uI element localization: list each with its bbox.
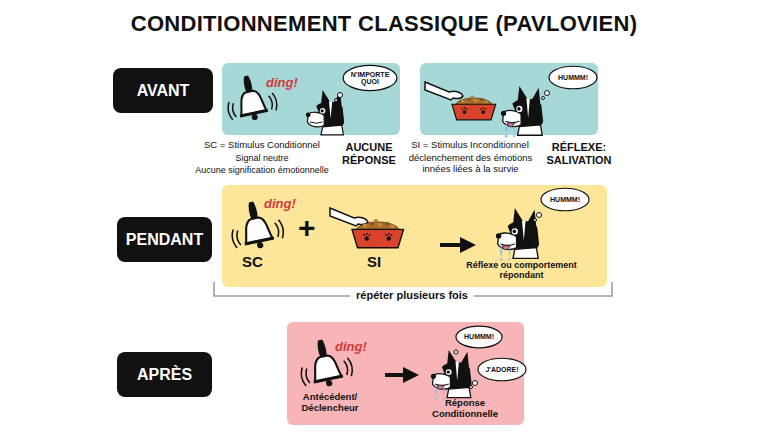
thought-bubble: HUMMM! bbox=[548, 65, 598, 90]
thought-text: J'ADORE! bbox=[480, 366, 523, 373]
stimulus-note: Aucune signification émotionnelle bbox=[182, 165, 342, 175]
sound-text: ding! bbox=[264, 197, 296, 212]
stimulus-panel: ding!SC = Stimulus ConditionnelSignal ne… bbox=[222, 63, 400, 135]
response-caption: Réflexe ou comportement répondant bbox=[454, 260, 589, 281]
stimulus-panel: SI = Stimulus Inconditionneldéclenchemen… bbox=[420, 63, 598, 135]
stage-tag: AVANT bbox=[113, 68, 213, 113]
stage-label: AVANT bbox=[137, 82, 190, 100]
stimulus-note: déclenchement des émotions innées liées … bbox=[403, 153, 538, 175]
stage-tag: PENDANT bbox=[117, 217, 212, 262]
note-label: répéter plusieurs fois bbox=[350, 289, 474, 301]
stimulus-caption: SC = Stimulus Conditionnel bbox=[182, 140, 342, 151]
thought-bubble: J'ADORE! bbox=[477, 357, 527, 382]
stimulus-tag: SC bbox=[242, 253, 263, 270]
stimulus-tag: SI bbox=[367, 253, 381, 270]
response-caption: Réponse Conditionnelle bbox=[425, 398, 505, 420]
stage-label: PENDANT bbox=[126, 231, 203, 249]
bubble-shape bbox=[478, 358, 526, 381]
stimulus-caption: SI = Stimulus Inconditionnel bbox=[400, 140, 540, 151]
result-panel: ding! Antécédent/ Déclencheur Réponse Cond… bbox=[287, 322, 524, 425]
bubble-shape bbox=[541, 188, 589, 211]
response-caption: AUCUNE RÉPONSE bbox=[338, 141, 400, 166]
thought-bubble: HUMMM! bbox=[540, 187, 590, 212]
sound-text: ding! bbox=[266, 76, 298, 91]
thought-text: HUMMM! bbox=[553, 74, 593, 81]
thought-bubble: N'IMPORTE QUOI bbox=[342, 64, 398, 92]
thought-text: N'IMPORTE QUOI bbox=[342, 71, 398, 86]
response-caption: RÉFLEXE: SALIVATION bbox=[538, 141, 620, 166]
trigger-caption: Antécédent/ Déclencheur bbox=[293, 392, 367, 414]
plus-sign: + bbox=[298, 211, 316, 246]
bubble-shape bbox=[456, 326, 502, 348]
bubble-shape bbox=[549, 66, 597, 89]
sound-text: ding! bbox=[335, 340, 367, 355]
thought-text: HUMMM! bbox=[545, 196, 585, 203]
diagram-title: CONDITIONNEMENT CLASSIQUE (PAVLOVIEN) bbox=[0, 11, 768, 37]
stimulus-note: Signal neutre bbox=[182, 153, 342, 163]
thought-bubble: HUMMM! bbox=[455, 325, 503, 349]
stage-label: APRÈS bbox=[137, 366, 192, 384]
thought-text: HUMMM! bbox=[459, 333, 499, 340]
pairing-panel: ding! SC + SI Réflexe ou comportement répond… bbox=[222, 185, 607, 287]
stage-tag: APRÈS bbox=[117, 352, 212, 397]
